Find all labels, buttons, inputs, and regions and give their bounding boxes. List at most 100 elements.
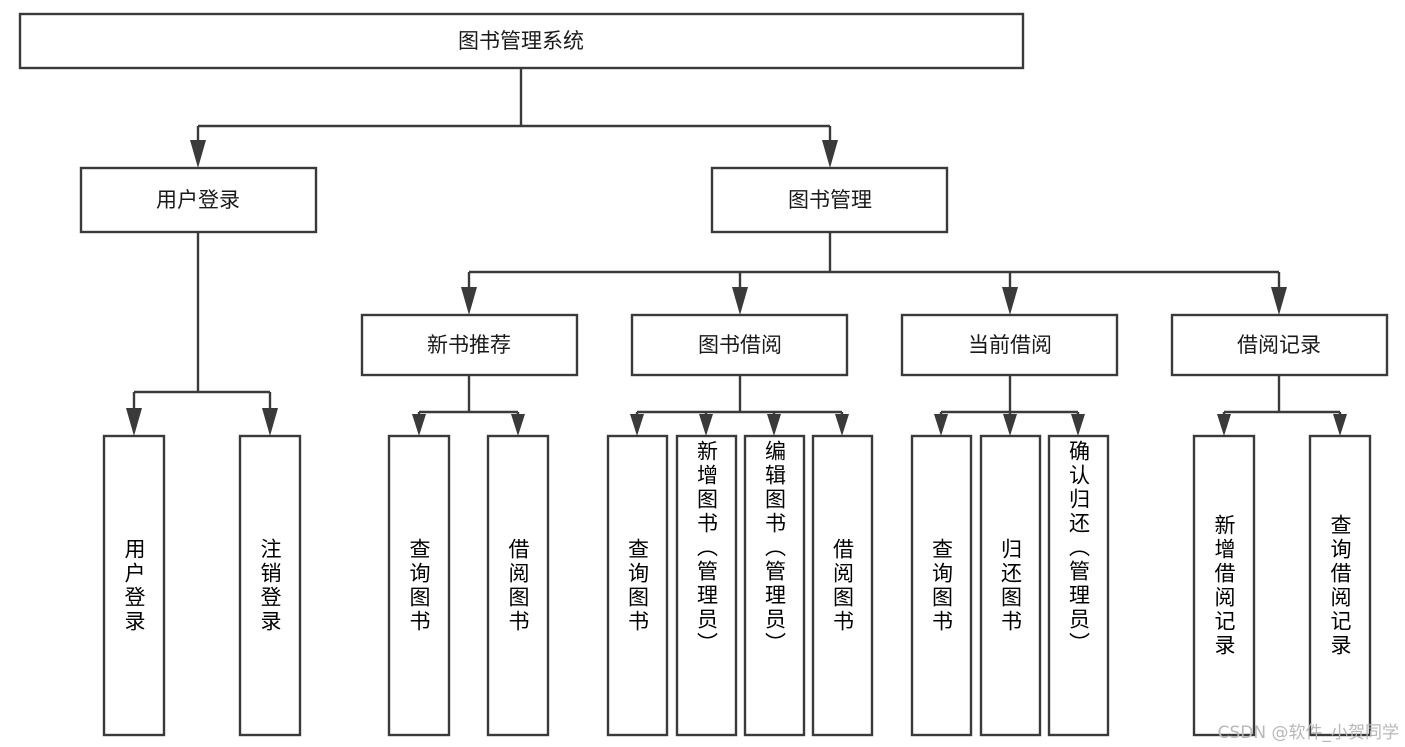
- leaf-user-login-label-wrap: 用户登录: [104, 436, 164, 735]
- connector-userlogin-to-leaves: [126, 232, 278, 436]
- leaf-add-record-box[interactable]: [1192, 434, 1256, 737]
- leaf-borrow-book-2-label: 借阅图书: [830, 537, 855, 634]
- arrow-head-icon: [511, 414, 525, 436]
- leaf-query-record-label-wrap: 查询借阅记录: [1310, 436, 1370, 735]
- connector-newbook-to-leaves: [412, 375, 525, 436]
- connector-root-to-level2: [190, 68, 838, 168]
- leaf-borrow-book-1-label-wrap: 借阅图书: [488, 436, 548, 735]
- leaf-logout-label: 注销登录: [258, 537, 282, 634]
- connector-bookborrow-to-leaves: [630, 375, 849, 436]
- leaf-query-book-2-box[interactable]: [606, 434, 669, 737]
- arrow-head-icon: [262, 408, 278, 436]
- node-borrow-record[interactable]: 借阅记录: [1170, 313, 1389, 377]
- node-current-borrow-label: 当前借阅: [968, 333, 1052, 357]
- arrow-head-icon: [1217, 414, 1231, 436]
- node-borrow-record-label: 借阅记录: [1237, 333, 1321, 357]
- node-book-manage[interactable]: 图书管理: [710, 166, 949, 234]
- leaf-query-book-2-label-wrap: 查询图书: [608, 436, 667, 735]
- arrow-head-icon: [767, 414, 781, 436]
- leaf-user-login[interactable]: [102, 434, 166, 737]
- leaf-user-login-box[interactable]: [102, 434, 166, 737]
- node-current-borrow[interactable]: 当前借阅: [900, 313, 1119, 377]
- arrow-head-icon: [126, 408, 142, 436]
- arrow-head-icon: [412, 414, 426, 436]
- leaf-return-book-label-wrap: 归还图书: [981, 436, 1040, 735]
- arrow-head-icon: [1002, 287, 1018, 315]
- leaf-logout-box[interactable]: [238, 434, 302, 737]
- leaf-add-record-label-wrap: 新增借阅记录: [1194, 436, 1254, 735]
- leaf-edit-book-label-wrap: 编辑图书（管理员）: [745, 436, 804, 735]
- leaf-return-book[interactable]: [979, 434, 1042, 737]
- leaf-borrow-book-1[interactable]: [486, 434, 550, 737]
- connector-bookmanage-to-level3: [461, 232, 1287, 315]
- leaf-query-book-1-label: 查询图书: [407, 537, 431, 634]
- leaf-logout-label-wrap: 注销登录: [240, 436, 300, 735]
- arrow-head-icon: [835, 414, 849, 436]
- leaf-query-book-1-label-wrap: 查询图书: [389, 436, 449, 735]
- node-user-login-box[interactable]: [79, 166, 318, 234]
- node-new-book-rec-box[interactable]: [360, 313, 579, 377]
- leaf-query-record-label: 查询借阅记录: [1328, 513, 1352, 658]
- arrow-head-icon: [732, 287, 748, 315]
- node-book-borrow-label: 图书借阅: [698, 333, 782, 357]
- node-book-manage-box[interactable]: [710, 166, 949, 234]
- leaf-query-book-3-label-wrap: 查询图书: [912, 436, 971, 735]
- leaf-confirm-return-label-wrap: 确认归还（管理员）: [1049, 436, 1108, 735]
- leaf-edit-book-label: 编辑图书（管理员）: [762, 440, 787, 656]
- node-borrow-record-box[interactable]: [1170, 313, 1389, 377]
- leaf-confirm-return-label: 确认归还（管理员）: [1066, 440, 1091, 656]
- arrow-head-icon: [461, 287, 477, 315]
- leaf-add-book-box[interactable]: [675, 434, 738, 737]
- arrow-head-icon: [699, 414, 713, 436]
- leaf-query-book-2-label: 查询图书: [625, 537, 650, 634]
- node-root-label: 图书管理系统: [458, 29, 584, 53]
- arrow-head-icon: [1071, 414, 1085, 436]
- leaf-query-book-1-box[interactable]: [387, 434, 451, 737]
- leaf-query-record[interactable]: [1308, 434, 1372, 737]
- connector-currentborrow-to-leaves: [934, 375, 1085, 436]
- arrow-head-icon: [822, 140, 838, 168]
- node-new-book-rec-label: 新书推荐: [427, 333, 511, 357]
- leaf-borrow-book-1-box[interactable]: [486, 434, 550, 737]
- leaf-edit-book[interactable]: [743, 434, 806, 737]
- leaf-borrow-book-2-label-wrap: 借阅图书: [813, 436, 872, 735]
- node-root-box[interactable]: [18, 12, 1025, 70]
- leaf-return-book-box[interactable]: [979, 434, 1042, 737]
- node-book-manage-label: 图书管理: [788, 188, 872, 212]
- node-new-book-rec[interactable]: 新书推荐: [360, 313, 579, 377]
- arrow-head-icon: [630, 414, 644, 436]
- leaf-borrow-book-1-label: 借阅图书: [506, 537, 530, 634]
- leaf-add-record[interactable]: [1192, 434, 1256, 737]
- node-user-login-label: 用户登录: [156, 188, 240, 212]
- arrow-head-icon: [1333, 414, 1347, 436]
- leaf-edit-book-box[interactable]: [743, 434, 806, 737]
- leaf-query-book-3[interactable]: [910, 434, 973, 737]
- leaf-add-book-label-wrap: 新增图书（管理员）: [677, 436, 736, 735]
- leaf-query-book-1[interactable]: [387, 434, 451, 737]
- leaf-return-book-label: 归还图书: [998, 537, 1023, 634]
- leaf-confirm-return[interactable]: [1047, 434, 1110, 737]
- leaf-query-book-2[interactable]: [606, 434, 669, 737]
- node-root[interactable]: 图书管理系统: [18, 12, 1025, 70]
- arrow-head-icon: [1271, 287, 1287, 315]
- leaf-user-login-label: 用户登录: [122, 537, 146, 634]
- leaf-query-book-3-label: 查询图书: [929, 537, 954, 634]
- leaf-confirm-return-box[interactable]: [1047, 434, 1110, 737]
- leaf-add-book[interactable]: [675, 434, 738, 737]
- leaf-borrow-book-2[interactable]: [811, 434, 874, 737]
- node-user-login[interactable]: 用户登录: [79, 166, 318, 234]
- arrow-head-icon: [934, 414, 948, 436]
- leaf-add-record-label: 新增借阅记录: [1212, 513, 1236, 658]
- connector-borrowrecord-to-leaves: [1217, 375, 1347, 436]
- arrow-head-icon: [190, 140, 206, 168]
- arrow-head-icon: [1003, 414, 1017, 436]
- node-book-borrow-box[interactable]: [630, 313, 849, 377]
- leaf-query-book-3-box[interactable]: [910, 434, 973, 737]
- node-current-borrow-box[interactable]: [900, 313, 1119, 377]
- leaf-borrow-book-2-box[interactable]: [811, 434, 874, 737]
- leaf-logout[interactable]: [238, 434, 302, 737]
- node-book-borrow[interactable]: 图书借阅: [630, 313, 849, 377]
- leaf-query-record-box[interactable]: [1308, 434, 1372, 737]
